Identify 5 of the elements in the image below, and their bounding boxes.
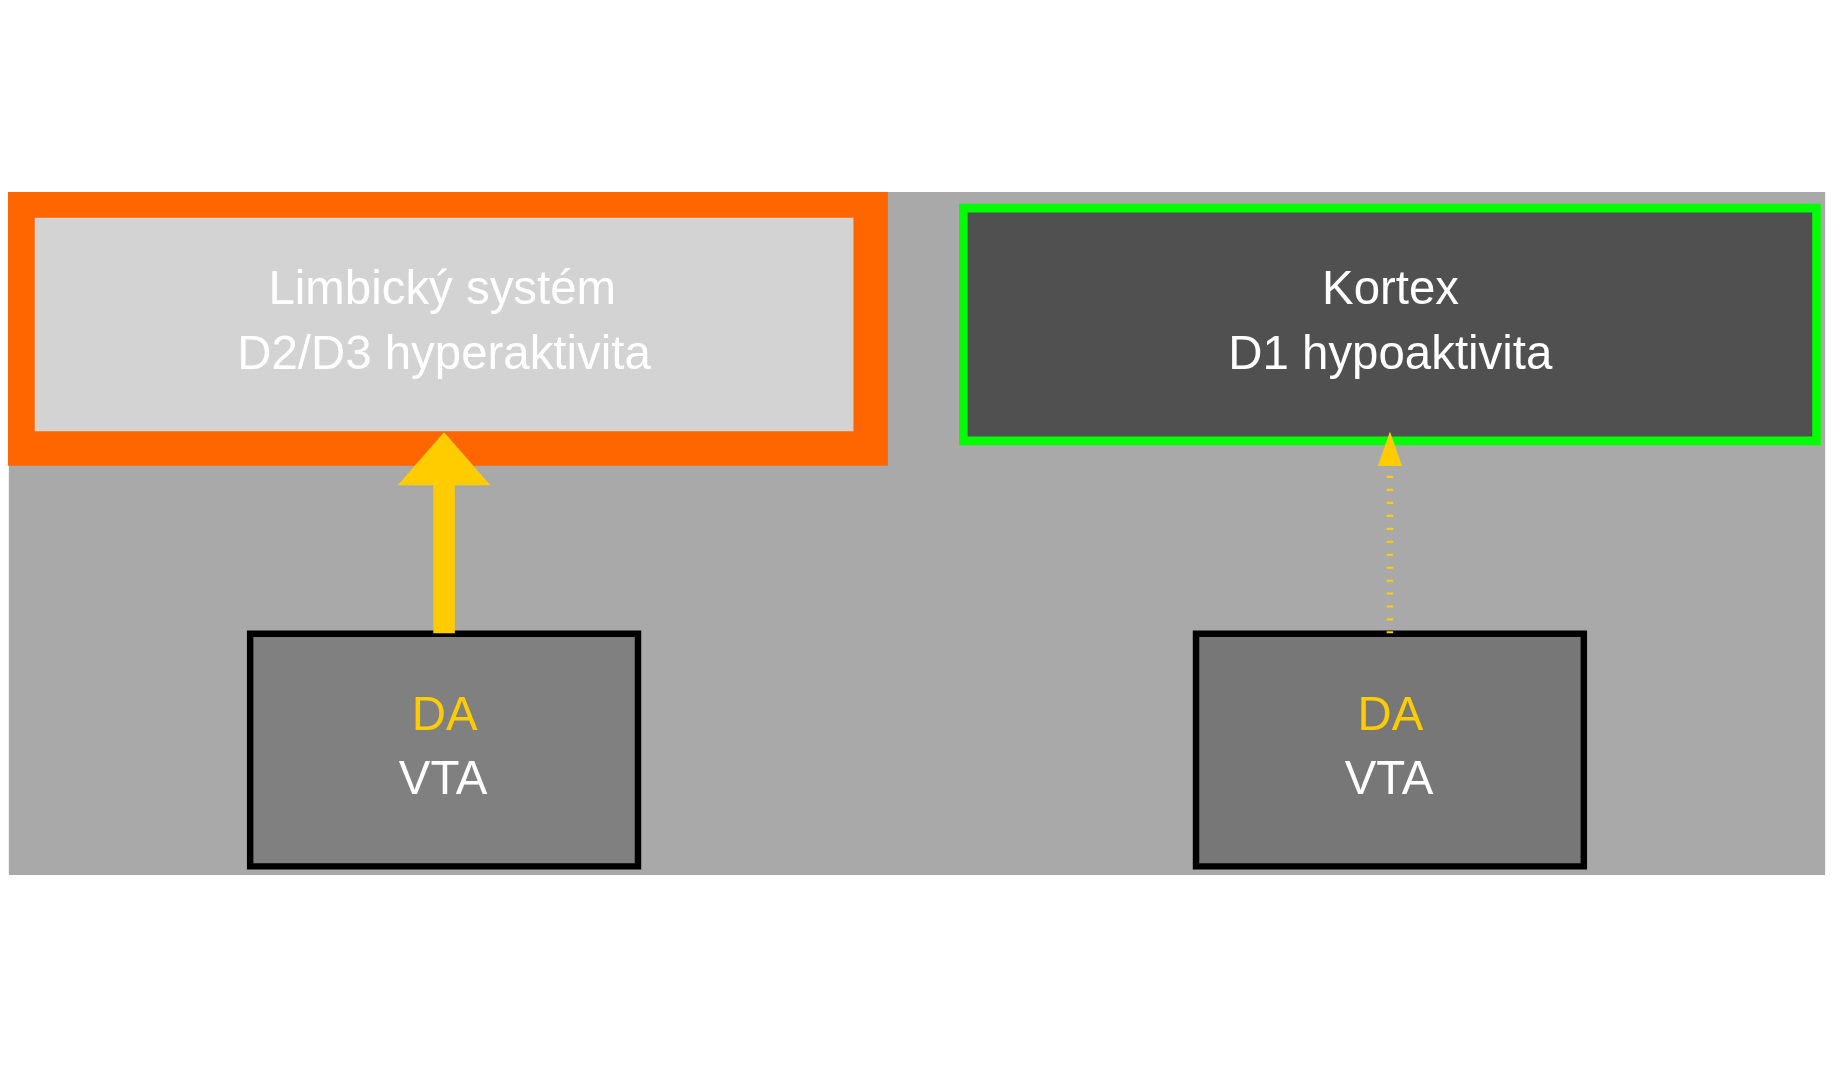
node-box: Kortex D1 hypoaktivita: [959, 203, 1821, 445]
arrow: [397, 431, 491, 633]
arrow: [1377, 430, 1403, 633]
node-box: DA VTA: [246, 629, 642, 870]
node-box: DA VTA: [1192, 629, 1588, 870]
